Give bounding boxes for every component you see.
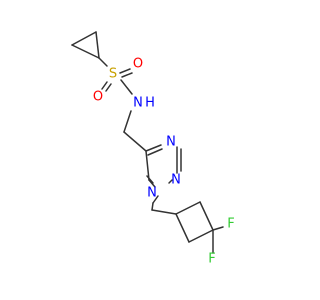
- bond: [152, 195, 159, 204]
- double-bond: [121, 72, 133, 78]
- bond: [123, 110, 132, 133]
- bond: [151, 209, 177, 215]
- bond: [175, 213, 190, 243]
- sulfur-atom-label: S: [109, 67, 117, 82]
- double-bond: [145, 144, 162, 152]
- bond: [151, 202, 154, 211]
- bond: [98, 57, 108, 67]
- double-bond: [105, 83, 112, 92]
- bond: [188, 229, 214, 243]
- fluorine-atom-label: F: [208, 252, 215, 267]
- bond: [175, 201, 201, 215]
- triazole-nitrogen-label: N: [166, 135, 176, 150]
- triazole-nitrogen-label: N: [147, 186, 157, 201]
- bond: [123, 131, 147, 152]
- double-bond: [119, 68, 131, 74]
- double-bond: [148, 179, 156, 188]
- bonds: [71, 31, 224, 254]
- bond: [168, 179, 173, 184]
- nitrogen-atom-label: N: [133, 96, 143, 111]
- fluorine-atom-label: F: [227, 217, 234, 232]
- double-bond: [146, 175, 154, 184]
- double-bond: [101, 81, 108, 90]
- bond: [95, 31, 100, 59]
- bond: [120, 79, 133, 95]
- bond: [145, 150, 150, 181]
- oxygen-atom-label: O: [133, 57, 143, 72]
- molecule-diagram: S O O N H N N N F F: [71, 31, 235, 267]
- bond: [71, 44, 100, 59]
- atom-labels: S O O N H N N N F F: [93, 57, 235, 267]
- bond: [199, 201, 214, 231]
- oxygen-atom-label: O: [93, 90, 103, 105]
- bond: [212, 226, 224, 231]
- triazole-nitrogen-label: N: [171, 173, 181, 188]
- double-bond: [147, 148, 163, 156]
- bond: [71, 31, 97, 46]
- hydrogen-atom-label: H: [145, 96, 155, 111]
